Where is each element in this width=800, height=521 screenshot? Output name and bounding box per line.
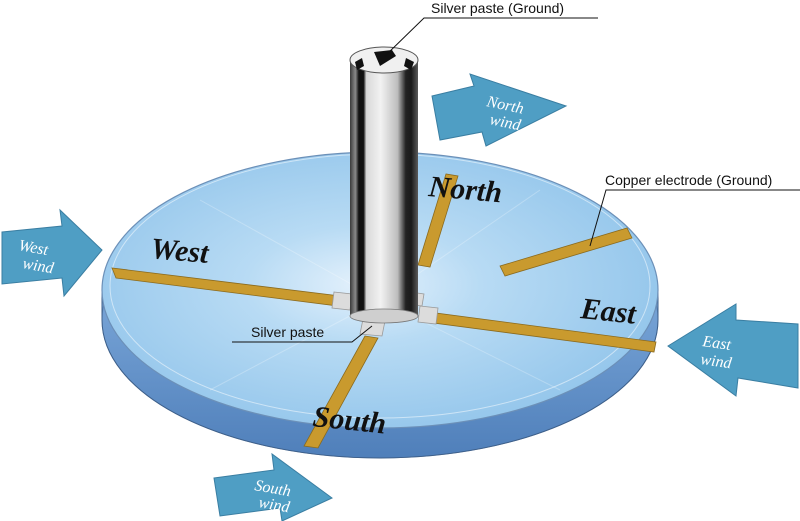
cylinder-bottom	[349, 308, 419, 324]
west-wind-line2: wind	[21, 255, 56, 277]
south-wind-line1: South	[253, 477, 292, 500]
south-wind-line2: wind	[257, 494, 292, 516]
north-wind-line2: wind	[488, 111, 523, 134]
direction-south: South	[311, 400, 387, 440]
west-wind-line1: West	[17, 237, 50, 259]
label-silver-paste-ground: Silver paste (Ground)	[431, 0, 564, 16]
direction-east: East	[578, 292, 639, 331]
wind-arrow-south: South wind	[213, 452, 333, 521]
east-wind-line1: East	[700, 333, 732, 354]
cylinder-top-silver-mark-2	[355, 58, 364, 70]
wind-arrow-north: North wind	[431, 73, 568, 147]
silver-pad-west	[331, 291, 353, 311]
north-wind-arrow-shape	[431, 73, 568, 147]
leader-silver-paste	[232, 325, 373, 343]
cylinder-body	[350, 60, 418, 316]
south-electrode	[303, 335, 379, 449]
west-wind-arrow-shape	[1, 208, 103, 298]
copper-electrode-ground	[499, 227, 633, 277]
cylinder-top-silver-mark	[374, 50, 396, 66]
wind-arrow-west: West wind	[1, 208, 103, 298]
label-copper-electrode-ground: Copper electrode (Ground)	[605, 172, 772, 188]
leader-silver-paste-ground	[384, 17, 598, 57]
callout-leaders	[232, 17, 800, 343]
east-wind-line2: wind	[699, 351, 733, 372]
direction-north: North	[426, 170, 503, 209]
leader-copper-electrode	[589, 189, 800, 247]
cylinder-top-silver-mark-3	[404, 58, 414, 70]
ground-cylinder	[349, 46, 419, 324]
label-silver-paste: Silver paste	[251, 324, 324, 340]
silver-pad-east	[417, 305, 439, 325]
east-wind-arrow-shape	[667, 303, 799, 397]
direction-west: West	[149, 232, 211, 270]
wind-arrow-east: East wind	[667, 303, 799, 397]
north-electrode	[417, 173, 459, 268]
south-wind-arrow-shape	[213, 452, 333, 521]
